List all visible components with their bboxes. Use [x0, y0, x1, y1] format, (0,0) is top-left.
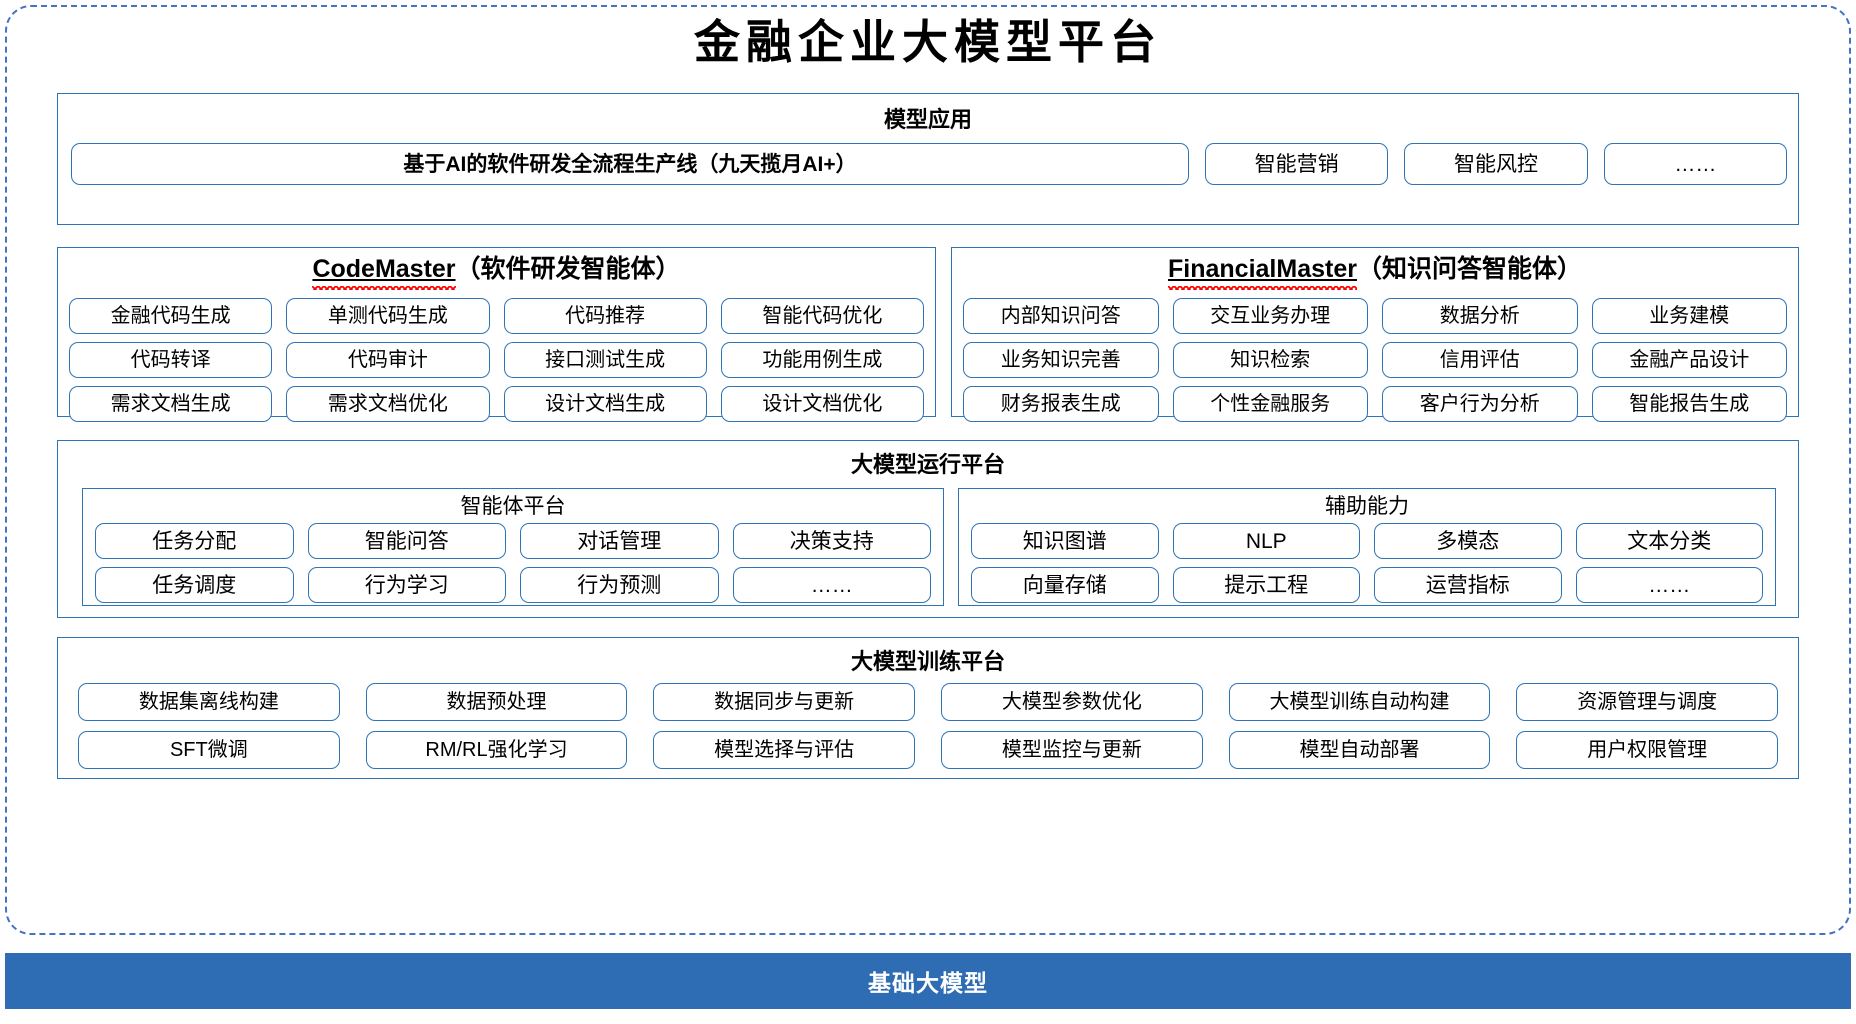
training-platform-item[interactable]: SFT微调: [78, 731, 340, 769]
codemaster-item[interactable]: 代码推荐: [503, 298, 707, 334]
model-application-heading: 模型应用: [883, 107, 972, 132]
financialmaster-item[interactable]: 知识检索: [1172, 342, 1368, 378]
runtime-platform-heading: 大模型运行平台: [850, 452, 1005, 477]
training-platform-grid: 数据集离线构建 数据预处理 数据同步与更新 大模型参数优化 大模型训练自动构建 …: [78, 683, 1779, 769]
base-model-bar: 基础大模型: [5, 953, 1851, 1009]
model-application-main-item[interactable]: 基于AI的软件研发全流程生产线（九天揽月AI+）: [71, 143, 1189, 185]
financialmaster-name: FinancialMaster: [1168, 255, 1357, 283]
training-platform-item[interactable]: 大模型参数优化: [941, 683, 1203, 721]
aux-ability-item[interactable]: 多模态: [1374, 523, 1562, 559]
runtime-platform-panel: 大模型运行平台 智能体平台 任务分配 智能问答 对话管理 决策支持 任务调度 行…: [57, 440, 1799, 618]
model-application-items: 基于AI的软件研发全流程生产线（九天揽月AI+） 智能营销 智能风控 ……: [71, 143, 1787, 185]
codemaster-name: CodeMaster: [312, 255, 456, 283]
financialmaster-item[interactable]: 交互业务办理: [1172, 298, 1368, 334]
agent-platform-item-more[interactable]: ……: [732, 567, 931, 603]
diagram-outer-frame: [5, 5, 1851, 935]
aux-ability-item[interactable]: 知识图谱: [971, 523, 1159, 559]
financialmaster-item[interactable]: 智能报告生成: [1591, 386, 1787, 422]
model-application-item-more[interactable]: ……: [1603, 143, 1787, 185]
codemaster-item[interactable]: 代码审计: [286, 342, 490, 378]
financialmaster-item[interactable]: 内部知识问答: [963, 298, 1159, 334]
financialmaster-item[interactable]: 金融产品设计: [1591, 342, 1787, 378]
training-platform-item[interactable]: 模型自动部署: [1228, 731, 1491, 769]
aux-ability-item[interactable]: 向量存储: [971, 567, 1159, 603]
codemaster-item[interactable]: 设计文档生成: [503, 386, 707, 422]
model-application-panel: 模型应用 基于AI的软件研发全流程生产线（九天揽月AI+） 智能营销 智能风控 …: [57, 93, 1799, 225]
agent-platform-grid: 任务分配 智能问答 对话管理 决策支持 任务调度 行为学习 行为预测 ……: [95, 523, 931, 603]
agent-platform-item[interactable]: 行为学习: [307, 567, 506, 603]
training-platform-item[interactable]: 数据预处理: [365, 683, 628, 721]
training-platform-item[interactable]: 数据同步与更新: [653, 683, 916, 721]
financialmaster-suffix: （知识问答智能体）: [1356, 255, 1582, 283]
training-platform-item[interactable]: 用户权限管理: [1516, 731, 1779, 769]
codemaster-suffix: （软件研发智能体）: [455, 255, 681, 283]
training-platform-row-2: SFT微调 RM/RL强化学习 模型选择与评估 模型监控与更新 模型自动部署 用…: [78, 731, 1779, 769]
training-platform-item[interactable]: 模型选择与评估: [653, 731, 916, 769]
agent-platform-item[interactable]: 对话管理: [520, 523, 719, 559]
codemaster-row-3: 需求文档生成 需求文档优化 设计文档生成 设计文档优化: [69, 386, 924, 422]
training-platform-row-1: 数据集离线构建 数据预处理 数据同步与更新 大模型参数优化 大模型训练自动构建 …: [78, 683, 1779, 721]
financialmaster-item[interactable]: 信用评估: [1382, 342, 1578, 378]
codemaster-item[interactable]: 设计文档优化: [720, 386, 924, 422]
codemaster-item[interactable]: 功能用例生成: [720, 342, 924, 378]
aux-ability-subpanel: 辅助能力 知识图谱 NLP 多模态 文本分类 向量存储 提示工程 运营指标 ……: [958, 488, 1776, 606]
agent-platform-item[interactable]: 智能问答: [307, 523, 506, 559]
training-platform-item[interactable]: 数据集离线构建: [78, 683, 340, 721]
codemaster-panel: CodeMaster（软件研发智能体） 金融代码生成 单测代码生成 代码推荐 智…: [57, 247, 936, 422]
financialmaster-panel: FinancialMaster（知识问答智能体） 内部知识问答 交互业务办理 数…: [951, 247, 1799, 422]
financialmaster-item[interactable]: 客户行为分析: [1382, 386, 1578, 422]
aux-ability-row-1: 知识图谱 NLP 多模态 文本分类: [971, 523, 1763, 559]
training-platform-item[interactable]: 模型监控与更新: [941, 731, 1203, 769]
financialmaster-title: FinancialMaster（知识问答智能体）: [952, 257, 1798, 282]
financialmaster-item[interactable]: 个性金融服务: [1172, 386, 1368, 422]
codemaster-row-1: 金融代码生成 单测代码生成 代码推荐 智能代码优化: [69, 298, 924, 334]
financialmaster-item[interactable]: 业务知识完善: [963, 342, 1159, 378]
aux-ability-item[interactable]: NLP: [1172, 523, 1360, 559]
codemaster-item[interactable]: 智能代码优化: [720, 298, 924, 334]
codemaster-item[interactable]: 需求文档生成: [69, 386, 273, 422]
agent-platform-row-1: 任务分配 智能问答 对话管理 决策支持: [95, 523, 931, 559]
codemaster-item[interactable]: 金融代码生成: [69, 298, 273, 334]
agent-platform-item[interactable]: 行为预测: [520, 567, 719, 603]
financialmaster-item[interactable]: 数据分析: [1382, 298, 1578, 334]
aux-ability-row-2: 向量存储 提示工程 运营指标 ……: [971, 567, 1763, 603]
financialmaster-row-2: 业务知识完善 知识检索 信用评估 金融产品设计: [963, 342, 1787, 378]
page-title: 金融企业大模型平台: [694, 17, 1162, 68]
agent-platform-subpanel: 智能体平台 任务分配 智能问答 对话管理 决策支持 任务调度 行为学习 行为预测…: [82, 488, 944, 606]
aux-ability-heading: 辅助能力: [1325, 495, 1409, 518]
financialmaster-row-1: 内部知识问答 交互业务办理 数据分析 业务建模: [963, 298, 1787, 334]
training-platform-panel: 大模型训练平台 数据集离线构建 数据预处理 数据同步与更新 大模型参数优化 大模…: [57, 637, 1799, 779]
base-model-label: 基础大模型: [868, 970, 988, 996]
codemaster-item[interactable]: 需求文档优化: [286, 386, 490, 422]
codemaster-item[interactable]: 接口测试生成: [503, 342, 707, 378]
training-platform-item[interactable]: RM/RL强化学习: [365, 731, 628, 769]
model-application-item-2[interactable]: 智能风控: [1404, 143, 1588, 185]
codemaster-capability-grid: 金融代码生成 单测代码生成 代码推荐 智能代码优化 代码转译 代码审计 接口测试…: [69, 298, 924, 422]
training-platform-heading: 大模型训练平台: [850, 649, 1005, 674]
financialmaster-item[interactable]: 业务建模: [1591, 298, 1787, 334]
aux-ability-item[interactable]: 提示工程: [1172, 567, 1360, 603]
agent-platform-item[interactable]: 决策支持: [732, 523, 931, 559]
aux-ability-item[interactable]: 文本分类: [1575, 523, 1763, 559]
financialmaster-capability-grid: 内部知识问答 交互业务办理 数据分析 业务建模 业务知识完善 知识检索 信用评估…: [963, 298, 1787, 422]
aux-ability-grid: 知识图谱 NLP 多模态 文本分类 向量存储 提示工程 运营指标 ……: [971, 523, 1763, 603]
agent-platform-item[interactable]: 任务分配: [95, 523, 294, 559]
financialmaster-row-3: 财务报表生成 个性金融服务 客户行为分析 智能报告生成: [963, 386, 1787, 422]
aux-ability-item[interactable]: 运营指标: [1374, 567, 1562, 603]
financialmaster-item[interactable]: 财务报表生成: [963, 386, 1159, 422]
training-platform-item[interactable]: 大模型训练自动构建: [1228, 683, 1491, 721]
agent-platform-row-2: 任务调度 行为学习 行为预测 ……: [95, 567, 931, 603]
codemaster-item[interactable]: 单测代码生成: [286, 298, 490, 334]
aux-ability-item-more[interactable]: ……: [1575, 567, 1763, 603]
model-application-item-1[interactable]: 智能营销: [1205, 143, 1389, 185]
codemaster-title: CodeMaster（软件研发智能体）: [58, 257, 935, 282]
codemaster-row-2: 代码转译 代码审计 接口测试生成 功能用例生成: [69, 342, 924, 378]
codemaster-item[interactable]: 代码转译: [69, 342, 273, 378]
training-platform-item[interactable]: 资源管理与调度: [1516, 683, 1779, 721]
agent-platform-heading: 智能体平台: [460, 495, 566, 518]
agent-platform-item[interactable]: 任务调度: [95, 567, 294, 603]
